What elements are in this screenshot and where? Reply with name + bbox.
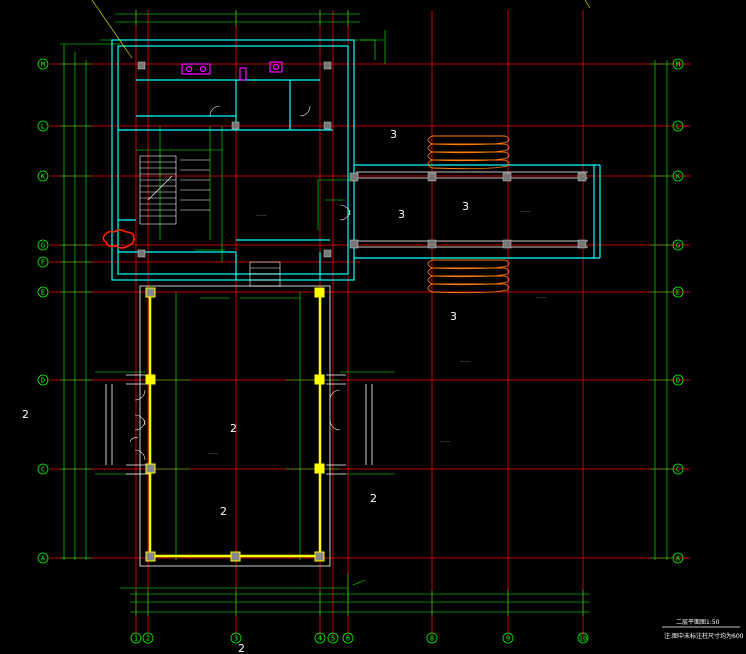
svg-text:A: A <box>676 555 681 563</box>
upper-columns <box>137 61 587 258</box>
axis-bubble-row-k: K <box>37 170 49 182</box>
section-mark: 2 <box>370 492 377 505</box>
svg-text:A: A <box>41 555 46 563</box>
axis-bubble-row-g: G <box>37 239 49 251</box>
toilet-fixtures <box>181 61 283 81</box>
axis-bubble-row-right-k: K <box>672 170 684 182</box>
svg-text:1: 1 <box>134 635 138 643</box>
svg-text:9: 9 <box>506 635 510 643</box>
axis-bubble-row-right-m: M <box>672 58 684 70</box>
grid-lines-vertical <box>135 10 584 636</box>
svg-text:L: L <box>41 123 45 131</box>
revision-cloud <box>102 229 135 249</box>
axis-bubble-col-1: 1 <box>130 632 142 644</box>
axis-bubble-col-4: 4 <box>314 632 326 644</box>
svg-text:F: F <box>41 259 45 267</box>
svg-text:.........: ......... <box>208 451 218 455</box>
axis-bubble-row-e: E <box>37 286 49 298</box>
svg-text:8: 8 <box>430 635 434 643</box>
dimension-lines <box>60 10 672 616</box>
corridor-beams <box>356 171 588 248</box>
section-mark: 2 <box>238 642 245 654</box>
svg-text:K: K <box>41 173 46 181</box>
stairwell <box>139 155 281 287</box>
svg-text:.........: ......... <box>460 359 470 363</box>
axis-bubble-row-right-g: G <box>672 239 684 251</box>
drawing-note: 注:图中未标注柱尺寸均为600 <box>664 632 744 640</box>
svg-text:M: M <box>41 61 45 69</box>
svg-text:C: C <box>676 466 680 474</box>
axis-bubble-row-right-a: A <box>672 552 684 564</box>
section-mark: 2 <box>22 408 29 421</box>
room-number: 2 <box>220 505 227 518</box>
svg-text:K: K <box>676 173 681 181</box>
upper-building-walls <box>111 39 601 281</box>
row-axis-labels-right: M L K G E D C A <box>672 58 684 564</box>
room-annotations: ......... ......... ......... ......... … <box>208 209 546 455</box>
axis-bubble-col-10: 10 <box>577 632 589 644</box>
svg-text:4: 4 <box>318 635 322 643</box>
axis-bubble-row-f: F <box>37 256 49 268</box>
axis-bubble-row-right-l: L <box>672 120 684 132</box>
svg-text:10: 10 <box>579 635 587 643</box>
axis-bubble-col-3: 3 <box>230 632 242 644</box>
svg-text:3: 3 <box>234 635 238 643</box>
svg-text:G: G <box>676 242 680 250</box>
axis-bubble-row-right-c: C <box>672 463 684 475</box>
axis-bubble-row-m: M <box>37 58 49 70</box>
lower-building-walls <box>105 285 373 567</box>
svg-text:C: C <box>41 466 45 474</box>
arched-beam-marks <box>427 135 510 294</box>
svg-text:.........: ......... <box>536 295 546 299</box>
axis-bubble-col-6: 6 <box>342 632 354 644</box>
columns <box>145 287 325 562</box>
axis-bubble-row-d: D <box>37 374 49 386</box>
svg-text:.........: ......... <box>440 439 450 443</box>
svg-text:.........: ......... <box>520 209 530 213</box>
axis-bubble-col-5: 5 <box>327 632 339 644</box>
room-number: 2 <box>230 422 237 435</box>
svg-text:.........: ......... <box>256 213 266 217</box>
leader-lines <box>91 0 591 59</box>
row-axis-labels-left: M L K G F E D C A <box>37 58 49 564</box>
grid-lines-horizontal <box>50 63 690 559</box>
svg-text:2: 2 <box>146 635 150 643</box>
axis-bubble-row-a: A <box>37 552 49 564</box>
section-mark: 3 <box>398 208 405 221</box>
axis-bubble-col-2: 2 <box>142 632 154 644</box>
axis-bubble-row-l: L <box>37 120 49 132</box>
doors <box>129 105 351 461</box>
room-number: 3 <box>462 200 469 213</box>
svg-text:G: G <box>41 242 45 250</box>
svg-text:M: M <box>676 61 680 69</box>
drawing-title: 二层平面图1:50 <box>676 619 720 626</box>
axis-bubble-col-9: 9 <box>502 632 514 644</box>
svg-text:D: D <box>41 377 45 385</box>
axis-bubble-col-8: 8 <box>426 632 438 644</box>
svg-text:6: 6 <box>346 635 350 643</box>
section-mark: 3 <box>390 128 397 141</box>
svg-text:D: D <box>676 377 680 385</box>
section-mark: 3 <box>450 310 457 323</box>
svg-text:L: L <box>676 123 680 131</box>
axis-bubble-row-right-d: D <box>672 374 684 386</box>
axis-bubble-row-c: C <box>37 463 49 475</box>
axis-bubble-row-right-e: E <box>672 286 684 298</box>
svg-text:E: E <box>41 289 45 297</box>
svg-text:E: E <box>676 289 680 297</box>
svg-text:5: 5 <box>331 635 335 643</box>
